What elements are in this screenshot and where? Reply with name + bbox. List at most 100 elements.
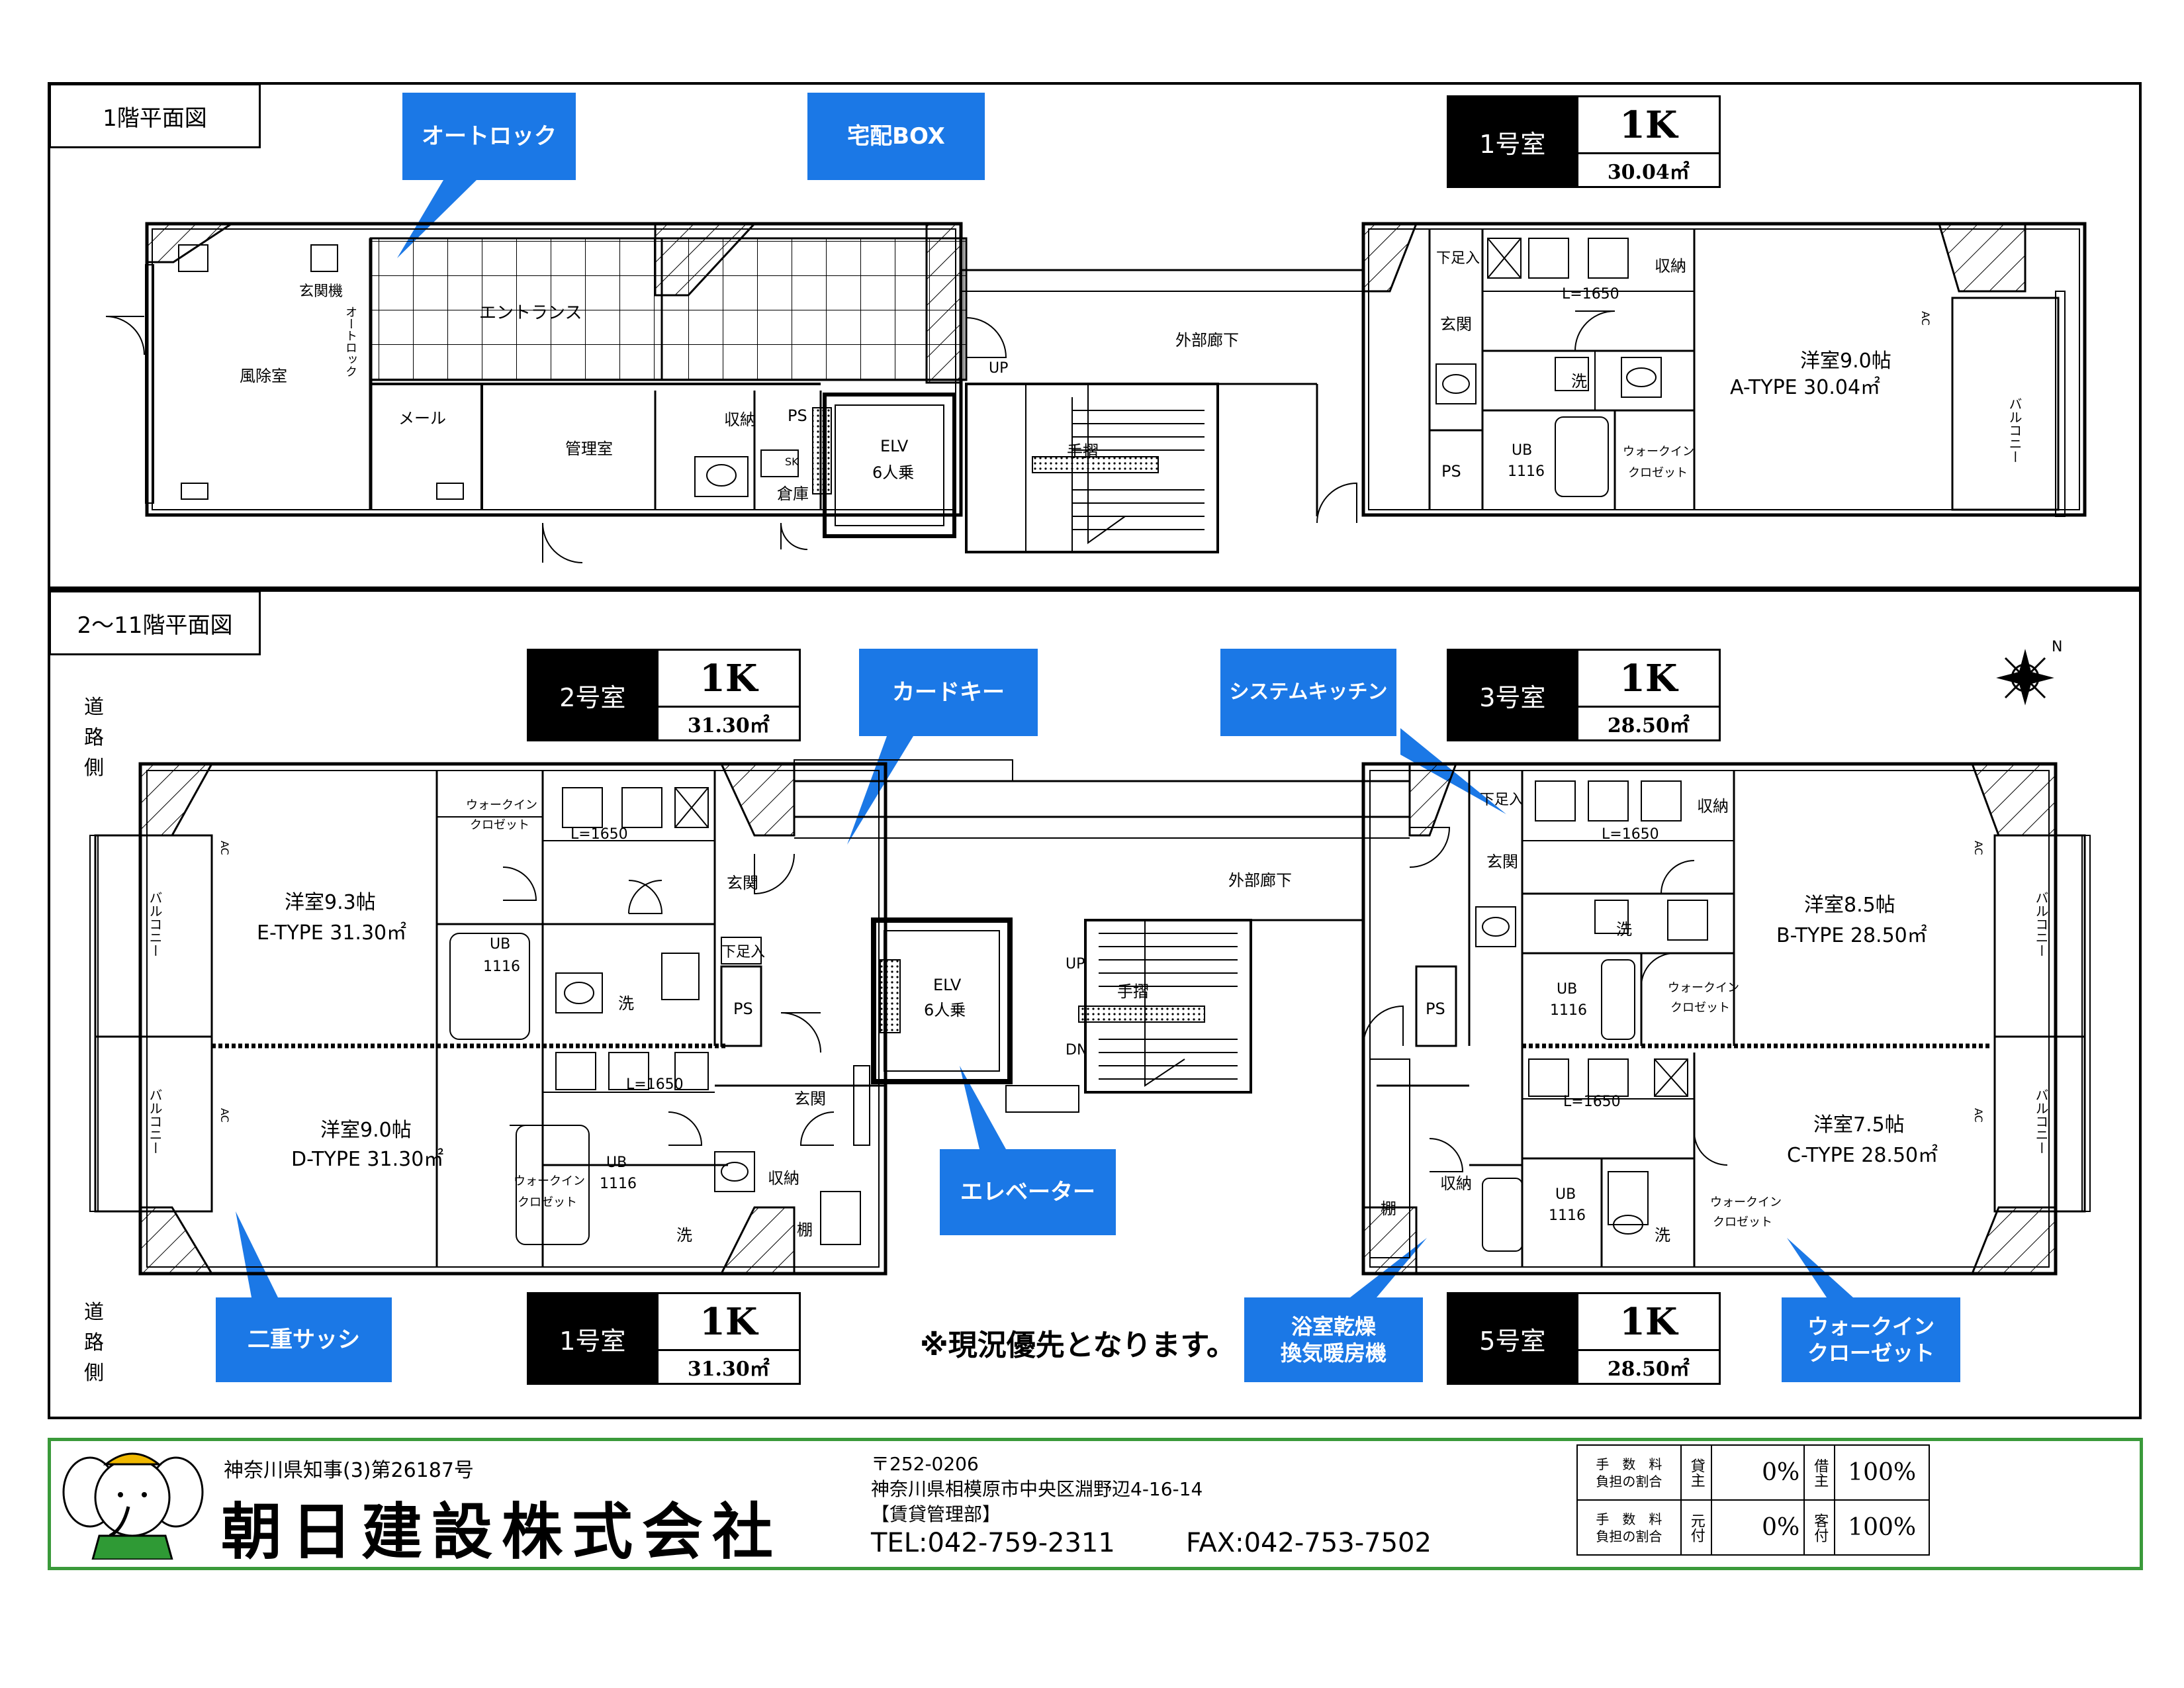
ub-size-e: 1116	[483, 959, 520, 975]
unit-area: 31.30㎡	[687, 714, 770, 737]
license-number: 神奈川県知事(3)第26187号	[224, 1459, 474, 1482]
ub-size-c: 1116	[1549, 1207, 1586, 1224]
unit-area: 28.50㎡	[1607, 714, 1690, 737]
room-b-name: 洋室8.5帖	[1804, 894, 1895, 917]
ps-label: PS	[788, 406, 807, 425]
ub-e: UB	[490, 936, 511, 953]
elevator-callout: エレベーター	[940, 1149, 1116, 1235]
entrance-label: エントランス	[479, 303, 582, 323]
unit-info: 1K 31.30㎡	[656, 1294, 799, 1383]
cardkey-callout: カードキー	[859, 649, 1038, 736]
room-c-name: 洋室7.5帖	[1813, 1113, 1905, 1137]
floor1-plan	[105, 180, 2087, 563]
lender-label: 貸主	[1680, 1444, 1712, 1501]
storage-c: 収納	[1440, 1174, 1472, 1193]
address: 神奈川県相模原市中央区淵野辺4-16-14	[871, 1478, 1203, 1500]
unit-area: 31.30㎡	[687, 1358, 770, 1381]
floor1-title: 1階平面図	[49, 83, 261, 148]
stair-up-label: UP	[989, 360, 1009, 377]
storage-b: 収納	[1697, 797, 1729, 816]
elv-label: ELV	[880, 437, 909, 455]
origin-label: 元付	[1680, 1499, 1712, 1556]
wash-c: 洗	[1655, 1226, 1670, 1244]
closet-d-1: ウォークイン	[514, 1174, 585, 1188]
fee-label-1: 手 数 料	[1596, 1456, 1662, 1472]
fee-label-2: 負担の割合	[1596, 1528, 1662, 1544]
management-room-label: 管理室	[565, 440, 613, 458]
fee-label-cell: 手 数 料負担の割合	[1576, 1499, 1682, 1556]
room-e-name: 洋室9.3帖	[285, 891, 376, 914]
origin-percent: 0%	[1710, 1499, 1805, 1556]
tel-number: TEL:042-759-2311	[871, 1528, 1115, 1558]
closet-c-1: ウォークイン	[1710, 1196, 1782, 1209]
corridor-label: 外部廊下	[1228, 871, 1292, 890]
l1650-e: L=1650	[570, 826, 628, 843]
postal-code: 〒252-0206	[871, 1453, 979, 1475]
shelf-d: 棚	[797, 1221, 813, 1239]
closet-b-1: ウォークイン	[1668, 981, 1739, 995]
balcony-label: バルコニー	[2007, 397, 2023, 463]
ub-size-b: 1116	[1550, 1002, 1587, 1019]
wash-e: 洗	[618, 994, 634, 1013]
ac-e: AC	[218, 841, 231, 855]
department: 【賃貸管理部】	[871, 1503, 1001, 1525]
elv-capacity-label: 6人乗	[924, 1001, 966, 1019]
elv-capacity-label: 6人乗	[872, 463, 915, 482]
ac-c: AC	[1972, 1108, 1985, 1123]
balcony-b: バルコニー	[2033, 891, 2049, 957]
balcony-d: バルコニー	[147, 1088, 163, 1154]
unit-type: 1K	[658, 1294, 799, 1351]
stair-dn-label: DN	[1066, 1042, 1088, 1058]
l1650-b: L=1650	[1602, 826, 1659, 843]
shoebox-right: 下足入	[1480, 792, 1524, 808]
ac-label: AC	[1919, 311, 1932, 326]
storage-label: 収納	[724, 410, 756, 429]
mail-label: メール	[398, 409, 446, 428]
room-d-name: 洋室9.0帖	[320, 1119, 412, 1142]
unit-type: 1K	[1578, 651, 1719, 708]
sk-label: SK	[785, 455, 799, 468]
unit-type: 1K	[1578, 1294, 1719, 1351]
wash-d: 洗	[676, 1226, 692, 1244]
closet2-label: クロゼット	[1628, 466, 1688, 480]
storage-d: 収納	[768, 1169, 799, 1188]
ub-b: UB	[1557, 981, 1578, 998]
elephant-mascot-icon	[62, 1452, 204, 1560]
floor1-unit1-label: 1号室 1K 30.04㎡	[1447, 95, 1721, 188]
unit-info: 1K 30.04㎡	[1576, 97, 1719, 186]
closet-d-2: クロゼット	[518, 1196, 577, 1209]
fee-table: 手 数 料負担の割合 貸主 0% 借主 100% 手 数 料負担の割合 元付 0…	[1576, 1444, 1930, 1556]
unit-number: 1号室	[1449, 97, 1576, 186]
closet-e-2: クロゼット	[470, 818, 529, 832]
ub-size-label: 1116	[1508, 463, 1545, 480]
corridor-label: 外部廊下	[1175, 331, 1239, 350]
unit-info: 1K 31.30㎡	[656, 651, 799, 739]
unit-type: 1K	[1578, 97, 1719, 154]
unit-area: 30.04㎡	[1607, 161, 1690, 184]
unit-type: 1K	[658, 651, 799, 708]
vestibule-label: 風除室	[240, 367, 287, 385]
ps-right: PS	[1426, 1000, 1445, 1018]
shoebox-left: 下足入	[721, 944, 766, 961]
ac-d: AC	[218, 1108, 231, 1123]
room-a-name: 洋室9.0帖	[1800, 350, 1891, 373]
closet1-label: ウォークイン	[1623, 445, 1694, 459]
autolock-small-label: オートロック	[343, 306, 357, 377]
balcony-e: バルコニー	[147, 891, 163, 957]
l1650-c: L=1650	[1563, 1094, 1621, 1110]
entrance-door-label: 玄関機	[299, 283, 343, 300]
storage2-label: 収納	[1655, 257, 1686, 275]
floor2-unit2-label: 2号室 1K 31.30㎡	[527, 649, 801, 741]
floor2-unit1-label: 1号室 1K 31.30㎡	[527, 1292, 801, 1385]
borrower-percent: 100%	[1834, 1444, 1930, 1501]
svg-text:N: N	[2052, 639, 2062, 655]
fee-label-1: 手 数 料	[1596, 1511, 1662, 1527]
ps2-label: PS	[1441, 462, 1461, 481]
road-side-label-top: 道路側	[84, 696, 104, 780]
fee-label-cell: 手 数 料負担の割合	[1576, 1444, 1682, 1501]
bath-dryer-callout: 浴室乾燥 換気暖房機	[1244, 1297, 1423, 1382]
unit-number: 5号室	[1449, 1294, 1576, 1383]
double-sash-callout: 二重サッシ	[216, 1297, 392, 1382]
ub-size-d: 1116	[600, 1176, 637, 1192]
genkan-right: 玄関	[1486, 853, 1518, 871]
